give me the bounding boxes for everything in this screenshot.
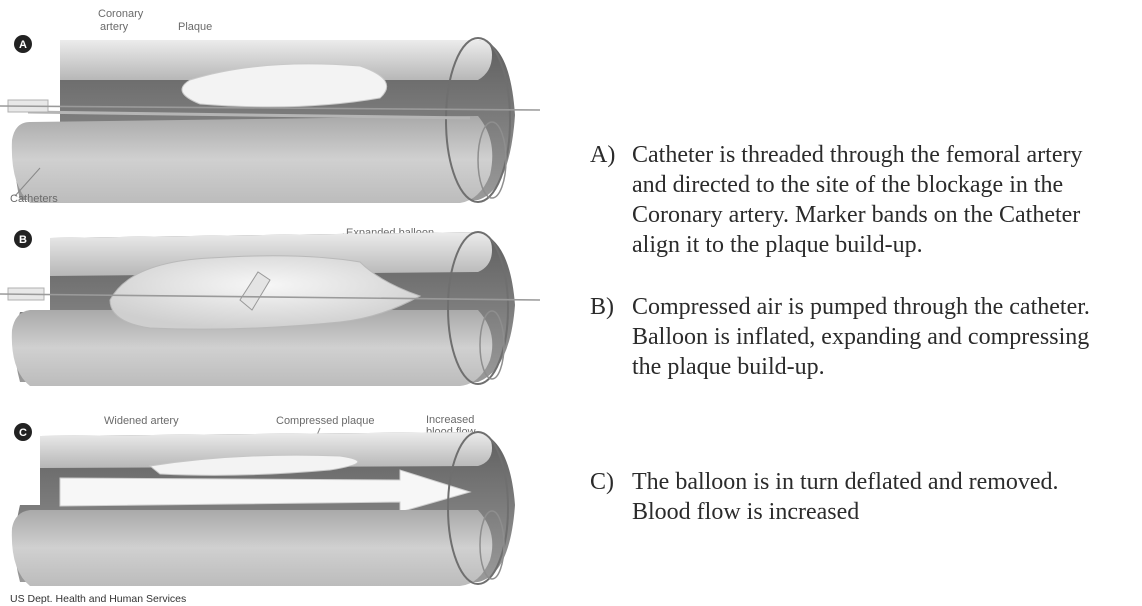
step-a-text: Catheter is threaded through the femoral… (632, 140, 1122, 260)
artery-a (12, 38, 515, 203)
step-c-letter: C) (590, 467, 632, 497)
artery-c (12, 432, 515, 586)
label-widened-artery: Widened artery (104, 415, 179, 427)
image-credit: US Dept. Health and Human Services (10, 593, 186, 605)
label-plaque: Plaque (178, 21, 212, 33)
step-b-text: Compressed air is pumped through the cat… (632, 292, 1122, 382)
step-a-letter: A) (590, 140, 632, 170)
panel-a-letter: A (19, 39, 27, 51)
step-c-text: The balloon is in turn deflated and remo… (632, 467, 1122, 527)
panel-b: B Expanded balloon (0, 227, 540, 386)
step-b: B) Compressed air is pumped through the … (590, 292, 1122, 382)
panel-c-letter: C (19, 427, 27, 439)
angioplasty-illustration: A Coronary artery Plaque Catheters B Exp… (0, 0, 560, 606)
step-c: C) The balloon is in turn deflated and r… (590, 467, 1122, 527)
artery-b (12, 232, 515, 386)
label-compressed-plaque: Compressed plaque (276, 415, 374, 427)
panel-c: C Widened artery Compressed plaque Incre… (10, 414, 515, 605)
label-coronary-artery-line2: artery (100, 21, 129, 33)
label-increased-flow-line1: Increased (426, 414, 474, 426)
label-coronary-artery-line1: Coronary (98, 8, 144, 20)
label-catheters: Catheters (10, 193, 58, 205)
step-b-letter: B) (590, 292, 632, 322)
panel-b-letter: B (19, 234, 27, 246)
panel-a: A Coronary artery Plaque Catheters (0, 8, 540, 205)
step-a: A) Catheter is threaded through the femo… (590, 140, 1122, 260)
